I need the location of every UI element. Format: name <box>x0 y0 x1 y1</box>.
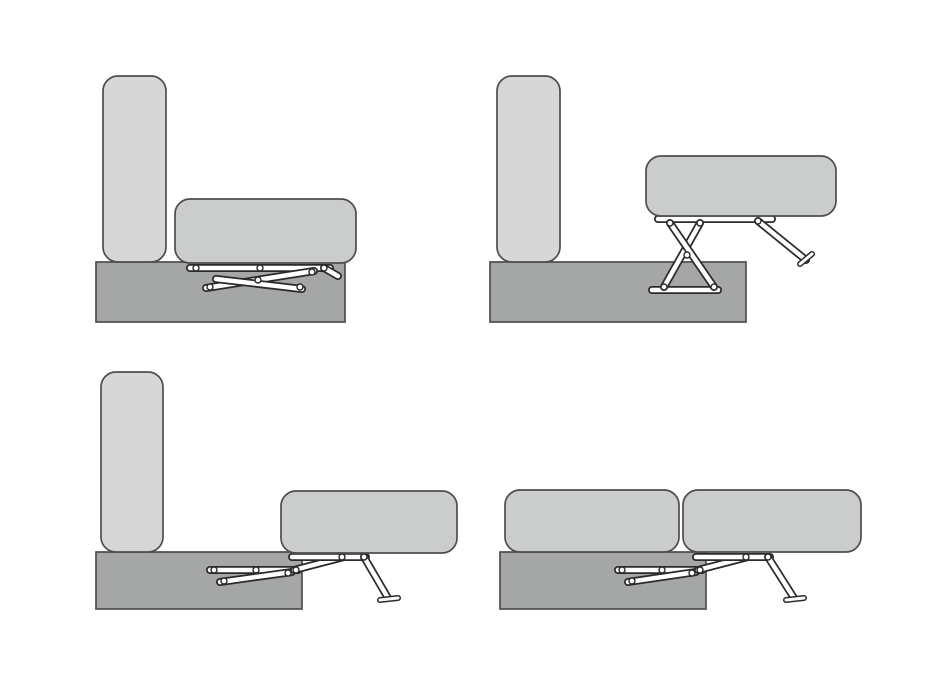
mech-leg <box>666 219 718 291</box>
rivet <box>254 276 262 284</box>
rivet <box>296 283 304 291</box>
panel-bed-flat <box>499 489 862 610</box>
mech-foot <box>783 595 807 603</box>
mech-foot <box>797 251 815 267</box>
panel-seat-raised <box>489 75 837 323</box>
rivet <box>710 283 718 291</box>
seat-cushion-raised <box>645 155 837 217</box>
rivet <box>338 553 346 561</box>
rivet <box>320 264 328 272</box>
rivet <box>742 553 750 561</box>
backrest-cushion <box>496 75 561 263</box>
mech-front-leg <box>754 217 810 264</box>
rivet <box>252 566 260 574</box>
rivet <box>754 217 762 225</box>
backrest-cushion <box>100 371 164 553</box>
extension-mechanism <box>614 553 807 603</box>
mech-bar <box>212 275 306 293</box>
bed-cushion-left <box>504 489 680 553</box>
mech-bar <box>216 568 296 586</box>
rivet <box>688 569 696 577</box>
rivet <box>666 219 674 227</box>
seat-cushion <box>174 198 357 264</box>
rivet <box>308 268 316 276</box>
rivet <box>256 264 264 272</box>
rivet <box>696 566 704 574</box>
mech-leg <box>660 219 704 291</box>
panel-sofa-closed <box>95 75 357 323</box>
rivet <box>210 566 218 574</box>
rivet <box>192 264 200 272</box>
rivet <box>284 569 292 577</box>
panel-seat-extended <box>95 371 458 610</box>
lift-mechanism <box>648 215 815 294</box>
backrest-cushion <box>102 75 167 263</box>
rivet <box>628 577 636 585</box>
rivet <box>658 566 666 574</box>
mech-front-leg <box>764 553 798 602</box>
folded-mechanism <box>186 264 342 293</box>
rivet <box>683 251 691 259</box>
rivet <box>220 577 228 585</box>
mech-front-leg <box>360 553 392 602</box>
sofa-base-box <box>95 551 303 610</box>
seat-cushion-extended <box>280 490 458 554</box>
rivet <box>618 566 626 574</box>
rivet <box>660 283 668 291</box>
rivet <box>696 219 704 227</box>
rivet <box>764 553 772 561</box>
rivet <box>292 566 300 574</box>
mech-foot <box>377 595 401 603</box>
rivet <box>206 283 214 291</box>
extension-mechanism <box>206 553 401 603</box>
sofa-base-box <box>499 551 707 610</box>
mech-bar <box>624 568 700 586</box>
rivet <box>360 553 368 561</box>
bed-cushion-right <box>682 489 862 553</box>
